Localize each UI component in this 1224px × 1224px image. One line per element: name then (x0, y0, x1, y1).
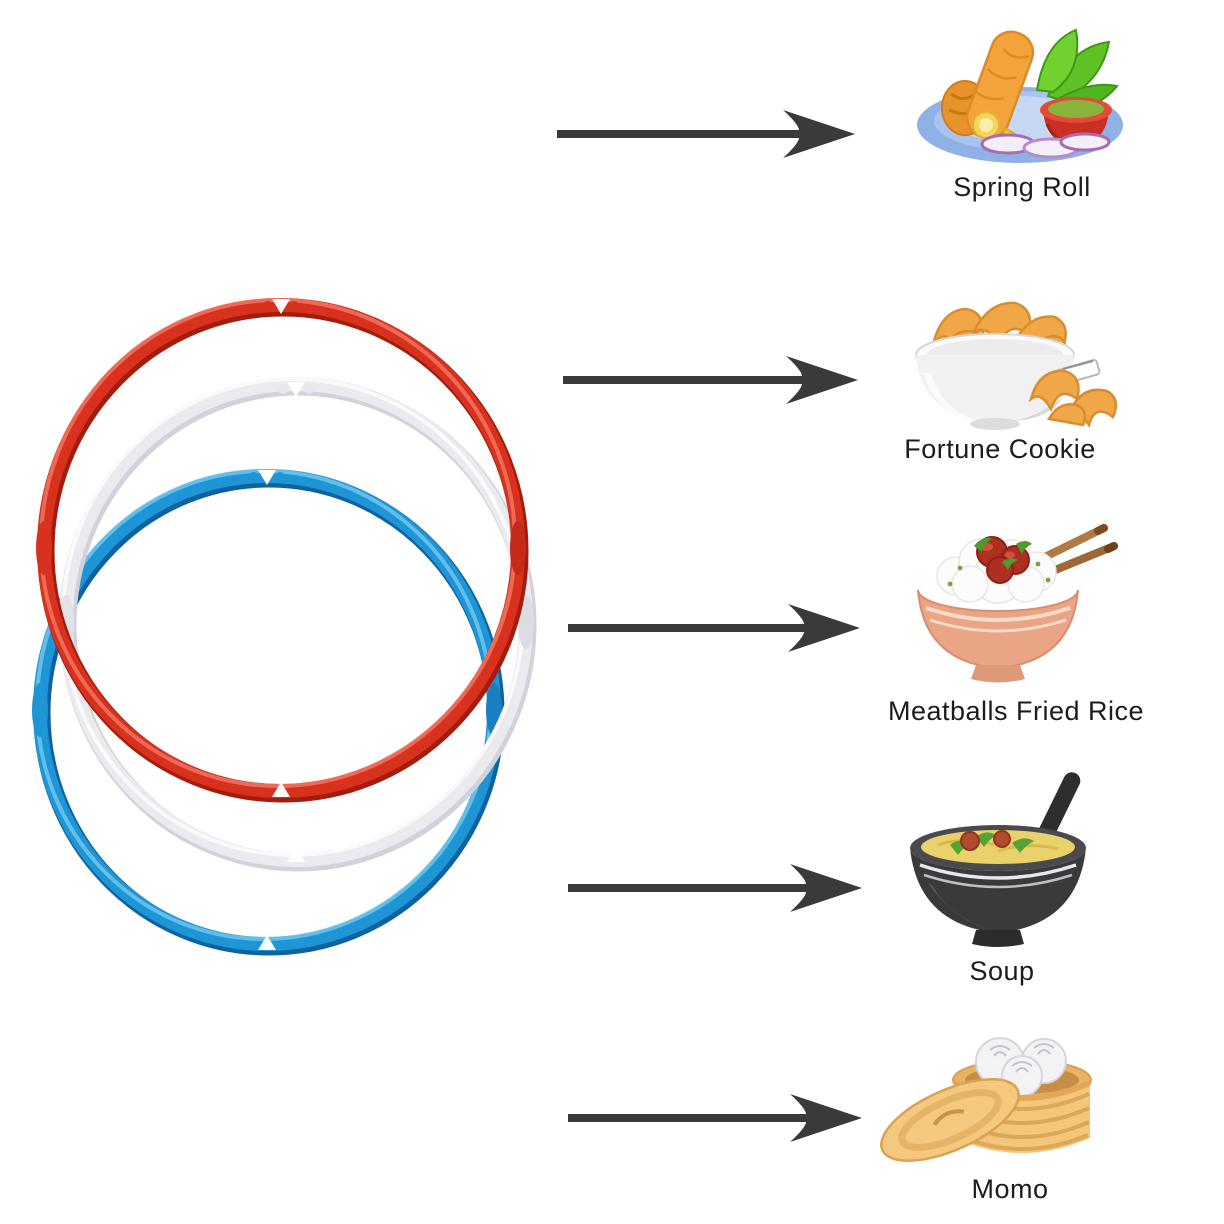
momo-steamer-icon (880, 1037, 1092, 1162)
red-sealing-ring (36, 298, 529, 803)
arrow-to-momo (568, 1094, 862, 1142)
soup-label: Soup (969, 956, 1035, 986)
white-sealing-ring (58, 377, 537, 872)
arrow-to-fortune-cookie (563, 356, 858, 404)
fortune-cookie-label: Fortune Cookie (904, 434, 1096, 464)
arrow-to-spring-roll (557, 110, 855, 158)
spring-roll-label: Spring Roll (953, 172, 1091, 202)
spring-roll-plate-icon (917, 28, 1123, 163)
fortune-cookie-bowl-icon (915, 301, 1118, 430)
momo-label: Momo (971, 1174, 1049, 1204)
arrow-to-meatballs-fried-rice (568, 604, 860, 652)
blue-sealing-ring (32, 469, 505, 956)
meatballs-fried-rice-bowl-icon (917, 524, 1118, 683)
meatballs-fried-rice-label: Meatballs Fried Rice (887, 696, 1145, 726)
soup-bowl-icon (910, 772, 1086, 947)
arrow-to-soup (568, 864, 862, 912)
